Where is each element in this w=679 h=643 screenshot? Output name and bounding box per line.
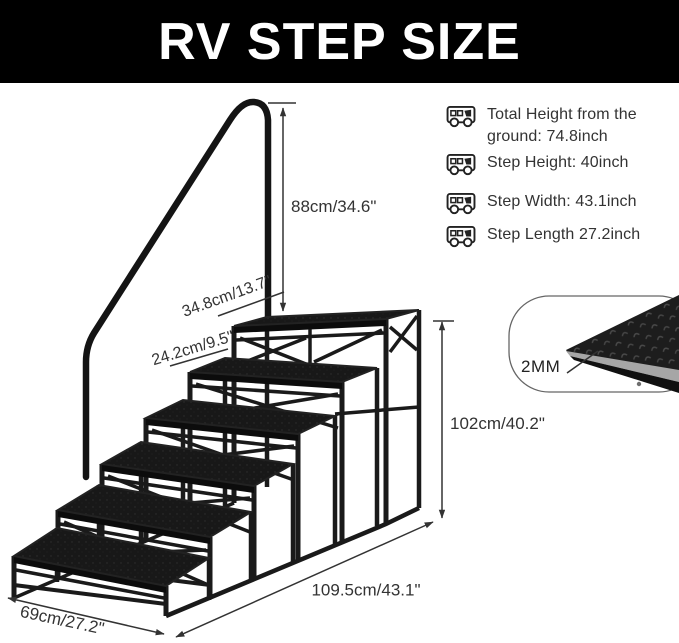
tread-thickness-inset: [508, 295, 679, 393]
spec-step-length: Step Length 27.2inch: [487, 226, 641, 243]
spec-step-width: Step Width: 43.1inch: [487, 193, 637, 210]
step-1-bottom: [11, 526, 212, 616]
spec-row-step-height: Step Height: 40inch: [446, 152, 629, 178]
inset-underside: [570, 356, 679, 393]
page-title: RV STEP SIZE: [158, 12, 521, 71]
spec-row-step-length: Step Length 27.2inch: [446, 224, 640, 250]
rv-icon: [446, 192, 476, 215]
dimension-step-width-line: [175, 521, 434, 638]
step-5: [187, 356, 378, 542]
tread-thickness-label: 2MM: [521, 357, 561, 376]
dimension-step-depth-leader: [169, 348, 229, 367]
step-width-label: 109.5cm/43.1": [311, 580, 421, 600]
thickness-leader-line: [566, 350, 599, 374]
total-height-label: 102cm/40.2": [450, 414, 545, 433]
inset-screw: [636, 381, 642, 387]
spec-step-height: Step Height: 40inch: [487, 154, 629, 171]
dimension-rail-height-line: [268, 102, 296, 312]
handrail-tube: [82, 98, 272, 481]
dimension-lines: [7, 291, 454, 638]
dimension-step-length-line: [7, 596, 165, 636]
staircase: [11, 309, 420, 619]
inset-edge-strip: [566, 351, 679, 382]
spec-row-step-width: Step Width: 43.1inch: [446, 191, 637, 217]
title-banner: RV STEP SIZE: [0, 0, 679, 83]
rail-height-label: 88cm/34.6": [291, 197, 377, 216]
rv-icon: [446, 105, 476, 128]
spec-row-total-height: Total Height from the ground: 74.8inch: [446, 104, 665, 148]
rv-icon: [446, 153, 476, 176]
dimension-platform-depth-leader: [217, 291, 285, 317]
spec-total-height: Total Height from the ground: 74.8inch: [487, 106, 637, 145]
rv-icon: [446, 225, 476, 248]
